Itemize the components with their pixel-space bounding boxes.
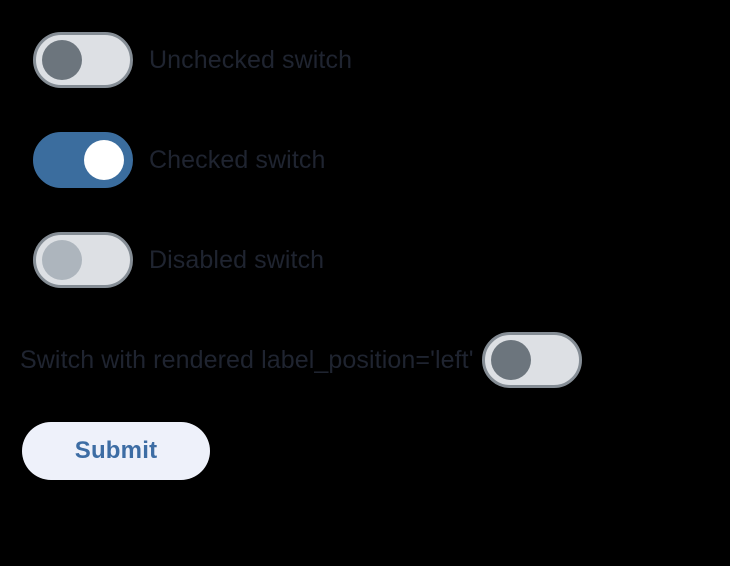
switch-thumb [42, 40, 82, 80]
switch-thumb [42, 240, 82, 280]
switch-row-disabled: Disabled switch [0, 232, 730, 288]
switch-disabled [33, 232, 133, 288]
switch-label-checked: Checked switch [149, 145, 326, 174]
switch-checked[interactable] [33, 132, 133, 188]
switch-row-label-left: Switch with rendered label_position='lef… [0, 332, 730, 388]
switch-label-unchecked: Unchecked switch [149, 45, 353, 74]
switch-row-unchecked: Unchecked switch [0, 32, 730, 88]
switch-thumb [490, 340, 531, 380]
switch-label-left-position: Switch with rendered label_position='lef… [20, 345, 474, 374]
switch-row-checked: Checked switch [0, 132, 730, 188]
switch-unchecked[interactable] [33, 32, 133, 88]
switch-label-disabled: Disabled switch [149, 245, 325, 274]
switch-thumb [84, 140, 124, 180]
submit-button[interactable]: Submit [22, 422, 210, 480]
form-actions: Submit [22, 422, 210, 480]
switch-label-left[interactable] [481, 332, 582, 388]
